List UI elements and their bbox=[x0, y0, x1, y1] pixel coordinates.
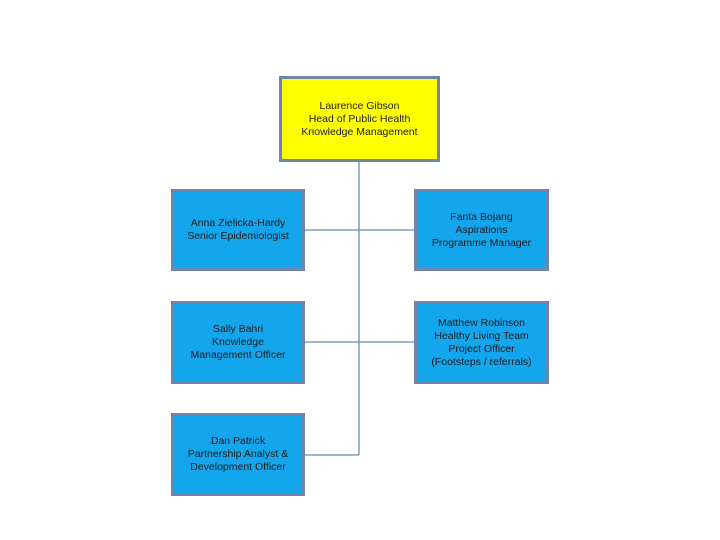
node-name: Dan Patrick bbox=[210, 435, 266, 447]
node-name: Matthew Robinson bbox=[438, 316, 525, 329]
node-role-line-2: Programme Manager bbox=[431, 236, 532, 249]
node-role-line-1: Knowledge bbox=[212, 336, 264, 348]
node-sally-bahri: Sally Bahri Knowledge Management Officer bbox=[171, 301, 305, 384]
node-role-line-2: Project Officer bbox=[448, 342, 515, 355]
node-anna-zielicka-hardy: Anna Zielicka-Hardy Senior Epidemiologis… bbox=[171, 189, 305, 271]
node-name: Anna Zielicka-Hardy bbox=[190, 217, 286, 229]
node-role: Senior Epidemiologist bbox=[187, 230, 289, 242]
node-name: Fanta Bojang bbox=[450, 210, 513, 223]
node-name: Sally Bahri bbox=[212, 323, 264, 335]
node-role-line-1: Aspirations bbox=[455, 223, 508, 236]
node-role-line-2: Development Officer bbox=[190, 461, 286, 473]
node-role-line-2: Management Officer bbox=[190, 349, 286, 361]
head-name: Laurence Gibson bbox=[319, 99, 400, 112]
head-node: Laurence Gibson Head of Public Health Kn… bbox=[279, 76, 440, 162]
head-title-line-1: Head of Public Health bbox=[308, 112, 411, 125]
head-title-line-2: Knowledge Management bbox=[301, 125, 418, 138]
node-role-line-3: (Footsteps / referrals) bbox=[431, 355, 532, 368]
node-matthew-robinson: Matthew Robinson Healthy Living Team Pro… bbox=[414, 301, 549, 384]
node-dan-patrick: Dan Patrick Partnership Analyst & Develo… bbox=[171, 413, 305, 496]
node-fanta-bojang: Fanta Bojang Aspirations Programme Manag… bbox=[414, 189, 549, 271]
node-role-line-1: Healthy Living Team bbox=[434, 329, 529, 342]
node-role-line-1: Partnership Analyst & bbox=[187, 448, 289, 460]
